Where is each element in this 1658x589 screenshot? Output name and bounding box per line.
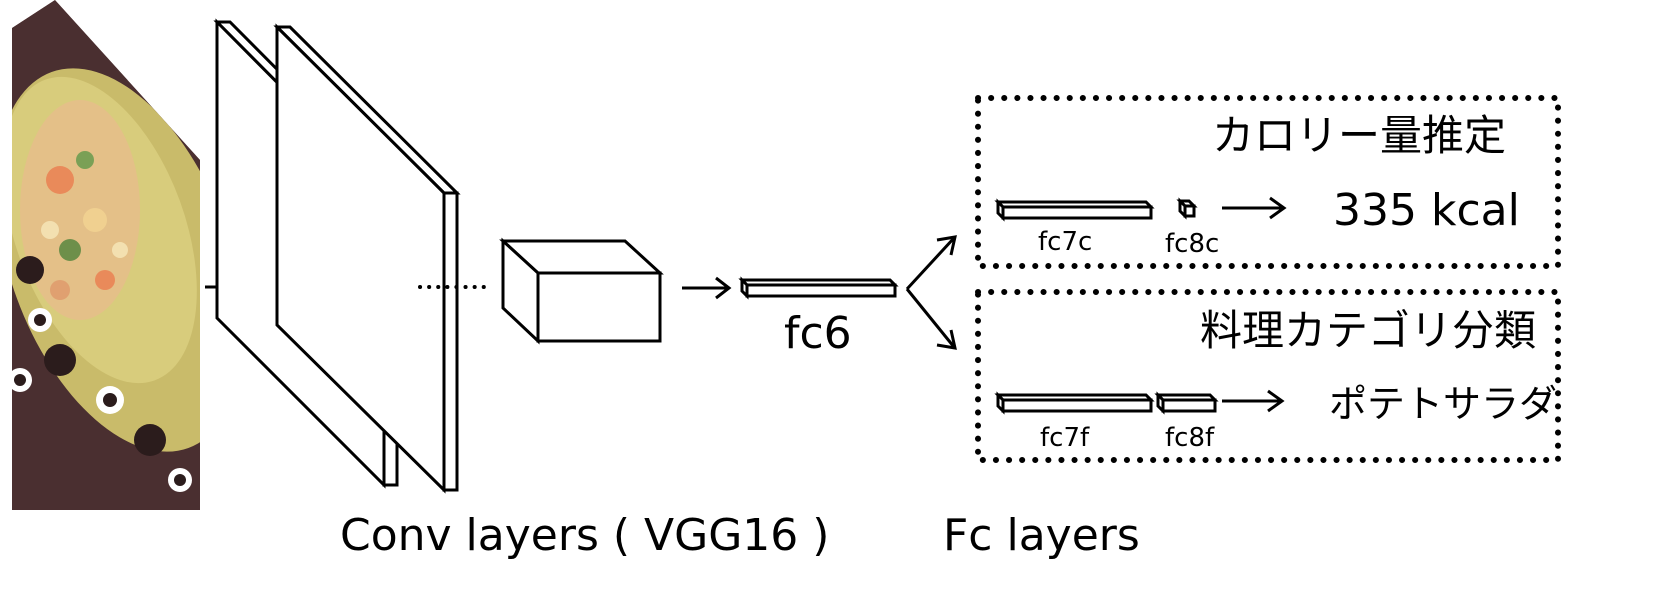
conv-layer-plane-2 — [273, 23, 461, 494]
feature-map-cube — [499, 237, 664, 345]
category-branch-box — [975, 289, 1561, 463]
category-branch-title: 料理カテゴリ分類 — [1200, 306, 1536, 355]
arrow-cube-to-fc6 — [682, 276, 732, 300]
calorie-branch-title: カロリー量推定 — [1212, 111, 1506, 160]
calorie-branch-box — [975, 95, 1561, 269]
fc7c-label: fc7c — [1038, 227, 1092, 257]
fc7c-layer — [994, 198, 1155, 222]
fc7f-label: fc7f — [1040, 423, 1090, 453]
fc-layers-caption: Fc layers — [943, 510, 1140, 561]
fc7f-layer — [994, 391, 1155, 415]
fc6-layer — [738, 276, 899, 300]
fc8c-label: fc8c — [1165, 229, 1219, 259]
calorie-output: 335 kcal — [1333, 185, 1520, 236]
fc8f-label: fc8f — [1165, 423, 1215, 453]
category-output: ポテトサラダ — [1329, 382, 1557, 426]
arrow-to-calorie-output — [1222, 196, 1287, 220]
conv-layers-caption: Conv layers ( VGG16 ) — [340, 510, 829, 561]
arrow-to-category-output — [1222, 389, 1285, 413]
fc6-label: fc6 — [784, 308, 852, 359]
branch-arrows — [905, 235, 957, 350]
fc8f-layer — [1154, 391, 1219, 415]
fc8c-layer — [1176, 197, 1198, 220]
